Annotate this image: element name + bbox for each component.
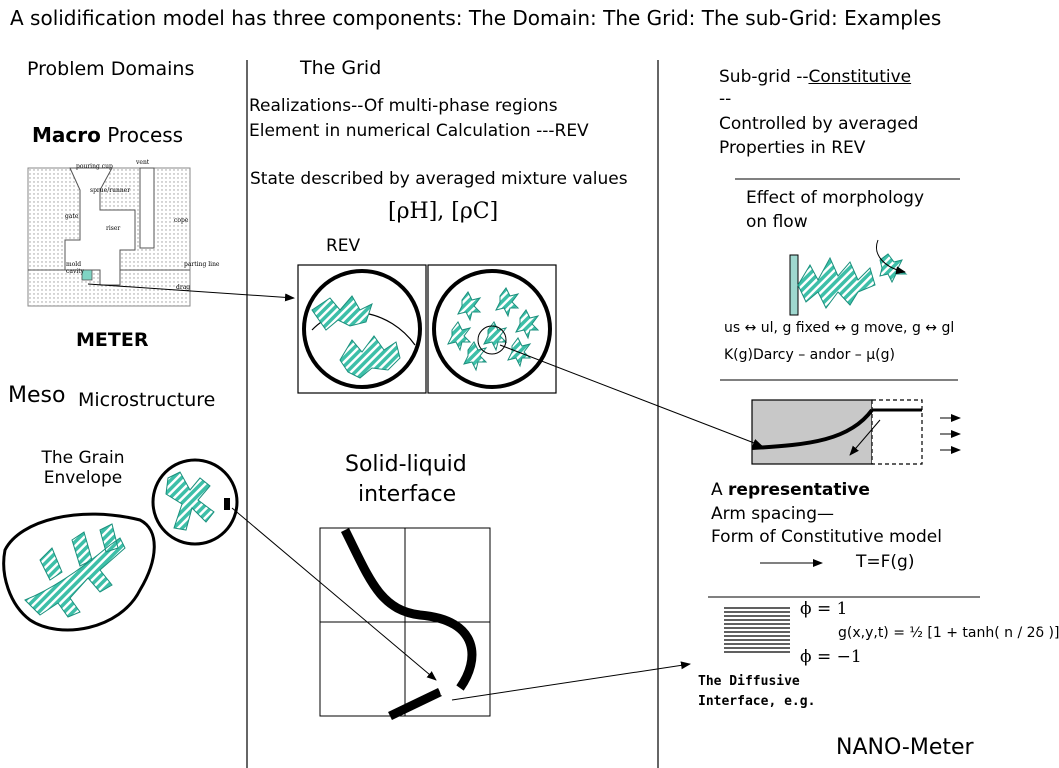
label-drag: drag [176, 284, 191, 291]
label-sprue-runner: sprue/runner [90, 187, 131, 194]
label-riser: riser [106, 225, 121, 232]
phase-field-equation: g(x,y,t) = ½ [1 + tanh( n / 2δ )] [838, 625, 1059, 641]
problem-domains-heading: Problem Domains [27, 58, 195, 80]
mixture-formula: [ρH], [ρC] [388, 199, 499, 224]
arrow-macro-to-rev [87, 283, 295, 302]
the-grid-heading: The Grid [300, 57, 382, 79]
arm-spacing-line: Arm spacing— [711, 504, 834, 524]
phi-minus-one: ϕ = −1 [800, 647, 862, 667]
velocity-equation: us ↔ ul, g fixed ↔ g move, g ↔ gl [724, 320, 955, 336]
arrow-grain-to-interface [231, 507, 437, 681]
arrow-interface-to-diffuse [451, 661, 691, 701]
grid-line-state: State described by averaged mixture valu… [250, 169, 628, 189]
representative-prefix: A [711, 480, 729, 500]
macro-word: Macro [32, 123, 101, 147]
label-cope: cope [174, 217, 189, 224]
permeability-equation: K(g)Darcy – andor – μ(g) [724, 347, 895, 363]
tfg-formula: T=F(g) [856, 552, 915, 572]
rev-label: REV [326, 236, 361, 256]
casting-mold-diagram [27, 167, 191, 307]
morphology-flow-diagram [720, 178, 960, 381]
meso-label: Meso [8, 383, 66, 408]
label-mold-cavity: mold cavity [66, 261, 85, 275]
constitutive-model-line: Form of Constitutive model [711, 527, 942, 547]
phi-plus-one: ϕ = 1 [800, 599, 848, 619]
grain-envelope-diagram [2, 458, 239, 632]
label-gate: gate [65, 213, 79, 220]
nano-meter-label: NANO-Meter [836, 735, 974, 760]
representative-word: representative [728, 480, 870, 500]
constitutive-word: Constitutive [808, 67, 912, 87]
label-parting-line: parting line [184, 261, 220, 268]
interface-label: interface [358, 482, 457, 507]
sub-grid-prefix: Sub-grid -- [719, 67, 809, 87]
page-title: A solidification model has three compone… [10, 6, 942, 30]
process-word: Process [107, 123, 184, 147]
sub-grid-heading: Sub-grid --Constitutive [719, 67, 912, 88]
label-pouring-cup: pouring cup [76, 163, 113, 170]
rev-diagram [297, 264, 557, 394]
diagram-canvas [2, 60, 980, 768]
diffusive-line2: Interface, e.g. [698, 694, 816, 709]
controlled-line1: Controlled by averaged [719, 114, 919, 134]
solid-liquid-label: Solid-liquid [345, 452, 467, 477]
rev-interface-box [751, 399, 961, 465]
grain-envelope-label: The Grain Envelope [41, 448, 125, 488]
meter-label: METER [76, 329, 149, 351]
macro-process-label: Macro Process [32, 124, 183, 147]
interface-grid-diagram [319, 527, 491, 721]
arrow-rev-to-box [499, 344, 763, 447]
grid-line-element: Element in numerical Calculation ---REV [249, 121, 589, 141]
diffuse-interface-lines [708, 596, 980, 653]
microstructure-label: Microstructure [78, 389, 216, 411]
label-vent: vent [136, 159, 150, 166]
diffusive-line1: The Diffusive [698, 674, 800, 689]
morphology-line2: on flow [746, 212, 808, 232]
representative-line: A representative [711, 480, 870, 501]
controlled-line2: Properties in REV [719, 138, 866, 158]
morphology-line1: Effect of morphology [746, 188, 925, 208]
sub-grid-dashes: -- [719, 89, 732, 109]
grid-line-realizations: Realizations--Of multi-phase regions [249, 96, 558, 116]
